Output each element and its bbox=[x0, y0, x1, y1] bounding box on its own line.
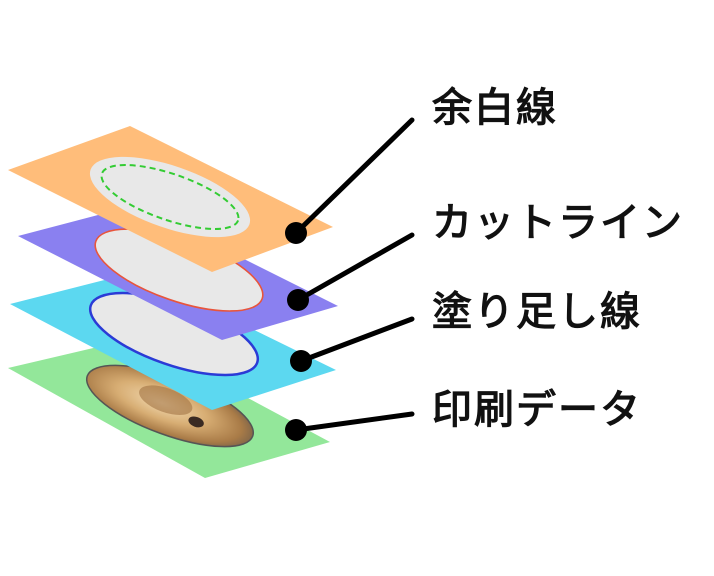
leader-line-margin bbox=[296, 120, 412, 233]
bleed-line-label: 塗り足し線 bbox=[432, 292, 642, 332]
leader-dot-bleed bbox=[290, 350, 312, 372]
leader-dot-print bbox=[285, 419, 307, 441]
cut-line-label: カットライン bbox=[432, 203, 684, 243]
leader-line-cut bbox=[298, 235, 412, 300]
leader-dot-cut bbox=[287, 289, 309, 311]
print-data-label: 印刷データ bbox=[432, 390, 642, 430]
margin-line-label: 余白線 bbox=[432, 88, 558, 128]
leader-dot-margin bbox=[285, 222, 307, 244]
leader-line-print bbox=[296, 414, 412, 430]
leader-line-bleed bbox=[301, 319, 412, 361]
